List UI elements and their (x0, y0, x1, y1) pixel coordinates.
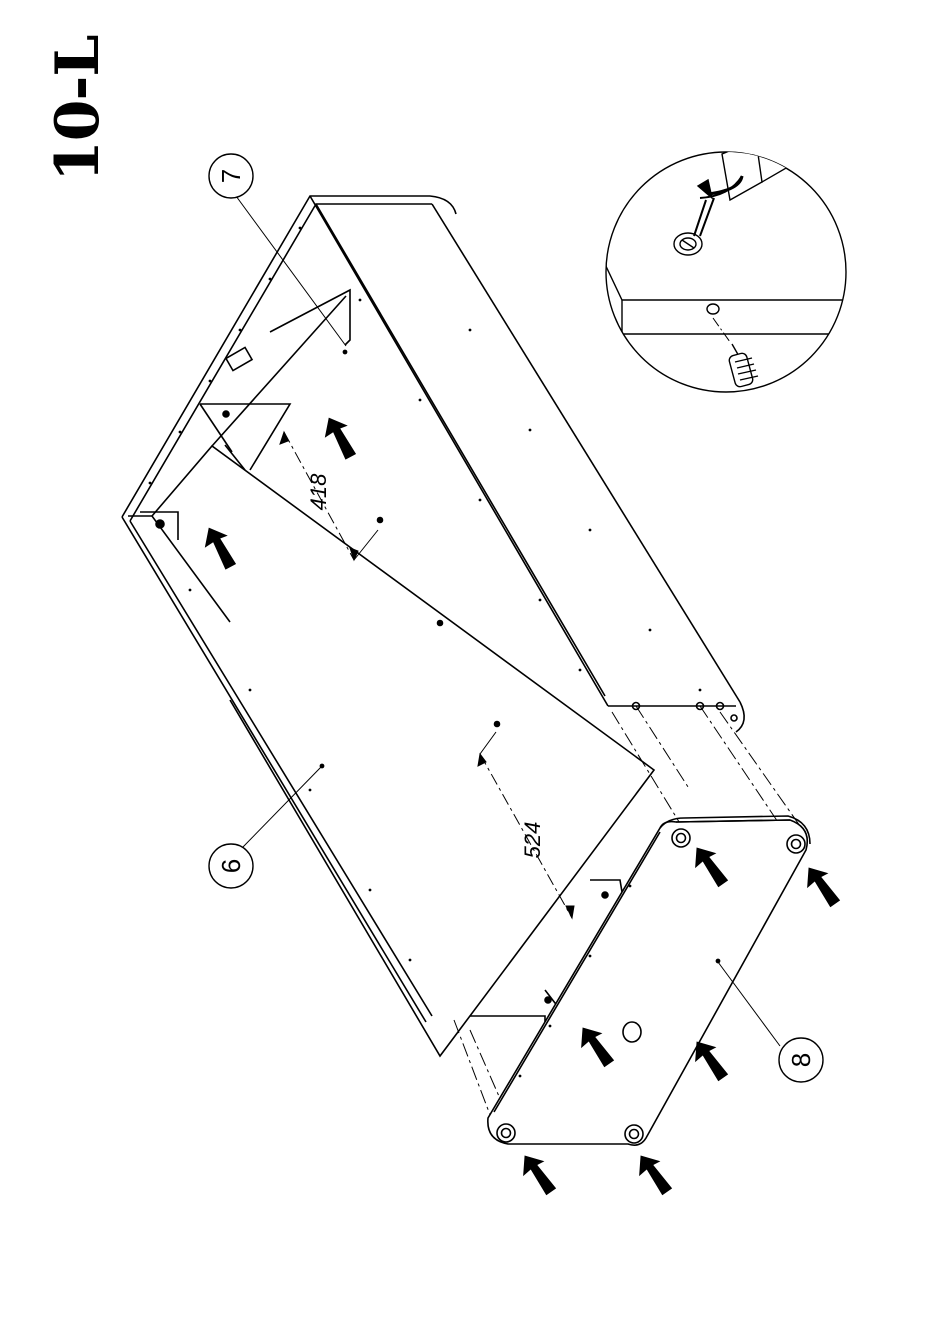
detail-inset (604, 120, 860, 392)
push-arrow-icon (514, 1148, 561, 1200)
dimension-524: 524 (520, 822, 545, 859)
dimension-418: 418 (306, 473, 331, 510)
push-arrow-icon (798, 860, 845, 912)
push-arrow-icon (630, 1148, 677, 1200)
push-arrow-icon (317, 411, 361, 463)
part-label-7: 7 (216, 169, 246, 183)
part-label-6: 6 (216, 859, 246, 873)
push-arrow-icon (197, 521, 241, 573)
part-label-8: 8 (786, 1053, 816, 1067)
side-panel-8 (488, 816, 810, 1145)
